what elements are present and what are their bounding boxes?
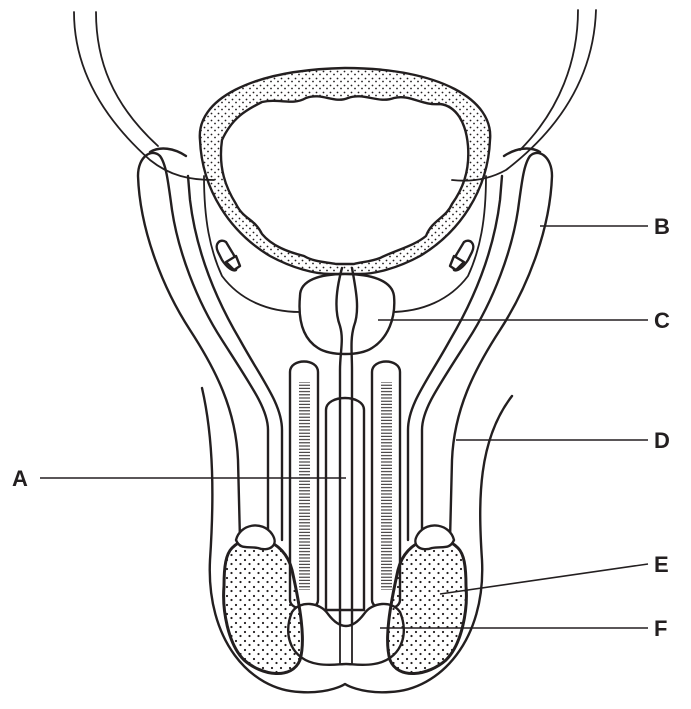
leader-line-e xyxy=(440,564,648,594)
label-f: F xyxy=(654,616,667,641)
label-d: D xyxy=(654,428,670,453)
label-a: A xyxy=(12,466,28,491)
seminal-vesicle-left xyxy=(217,241,240,271)
erectile-tissue-left xyxy=(290,362,318,610)
bladder xyxy=(200,68,490,274)
erectile-tissue-center xyxy=(326,398,364,610)
label-e: E xyxy=(654,552,669,577)
seminal-vesicle-right xyxy=(450,241,473,271)
label-c: C xyxy=(654,308,670,333)
label-b: B xyxy=(654,214,670,239)
erectile-tissue-right xyxy=(372,362,400,610)
prostate-gland xyxy=(300,274,395,354)
